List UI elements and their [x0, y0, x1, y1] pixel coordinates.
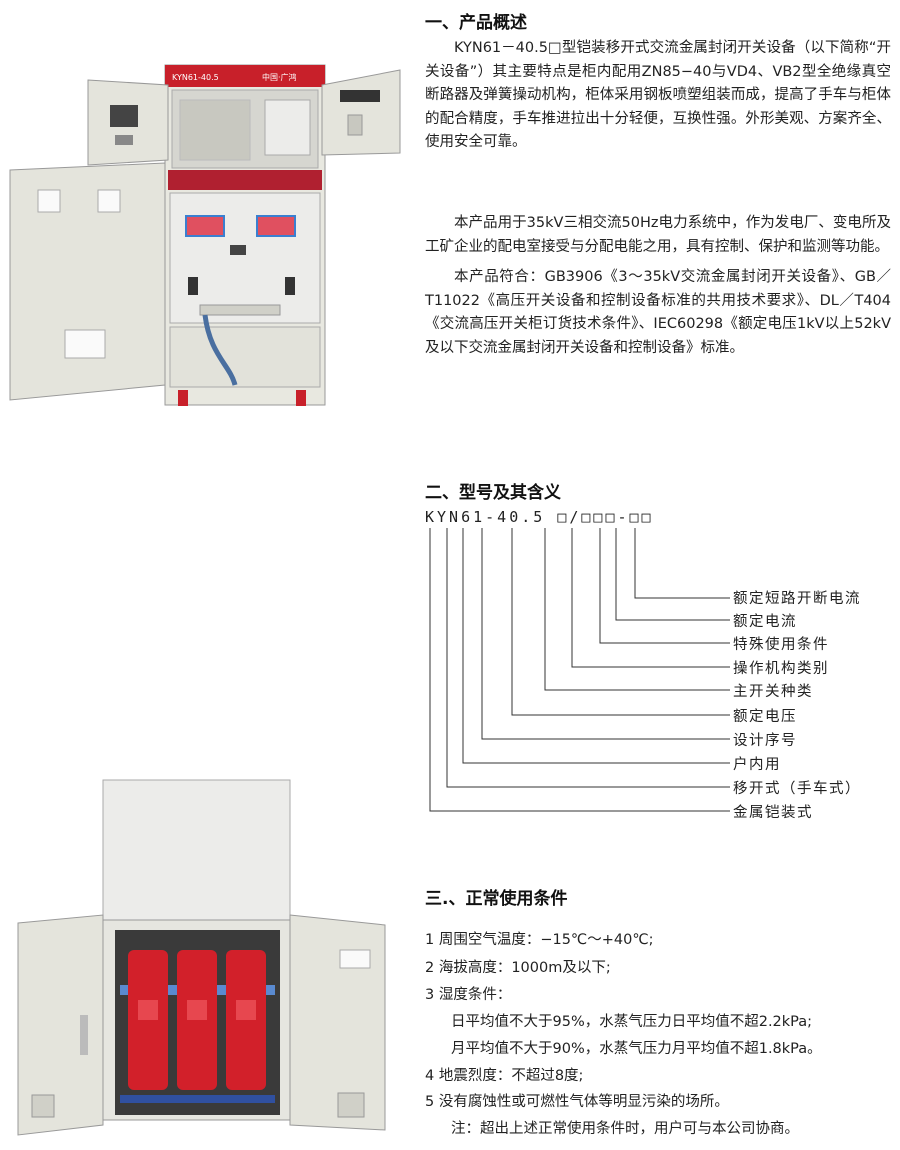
model-diagram-lines — [429, 528, 730, 812]
condition-item: 1 周围空气温度：−15℃～+40℃; — [425, 932, 654, 948]
model-label-withdrawable: 移开式（手车式） — [733, 781, 861, 797]
section3-heading: 三.、正常使用条件 — [425, 889, 568, 909]
section1-heading: 一、产品概述 — [425, 13, 527, 33]
section2-heading: 二、型号及其含义 — [425, 483, 561, 503]
section1-paragraph-2: 本产品用于35kV三相交流50Hz电力系统中，作为发电厂、变电所及工矿企业的配电… — [425, 215, 891, 255]
section1-paragraph-3: 本产品符合：GB3906《3～35kV交流金属封闭开关设备》、GB／T11022… — [425, 269, 891, 356]
model-label-mechanism-type: 操作机构类别 — [733, 661, 829, 677]
condition-item: 月平均值不大于90%，水蒸气压力月平均值不超1.8kPa。 — [451, 1041, 822, 1057]
model-label-rated-breaking-current: 额定短路开断电流 — [733, 591, 861, 607]
transformer-cabinet-image — [17, 779, 386, 1136]
condition-item: 3 湿度条件： — [425, 987, 512, 1003]
cabinet-model-label: KYN61-40.5 — [172, 73, 219, 82]
cabinet-brand-label: 中国·广鸿 — [262, 72, 297, 82]
model-label-design-number: 设计序号 — [733, 733, 797, 749]
section1-paragraph-1: KYN61－40.5□型铠装移开式交流金属封闭开关设备（以下简称“开关设备”）其… — [425, 40, 891, 150]
condition-item: 日平均值不大于95%，水蒸气压力日平均值不超2.2kPa; — [451, 1014, 813, 1030]
model-label-rated-voltage: 额定电压 — [733, 709, 797, 725]
switchgear-cabinet-image: KYN61-40.5 中国·广鸿 — [9, 64, 401, 406]
condition-item: 5 没有腐蚀性或可燃性气体等明显污染的场所。 — [425, 1094, 729, 1110]
model-code: KYN61-40.5 □/□□□-□□ — [425, 508, 654, 526]
condition-item: 4 地震烈度：不超过8度; — [425, 1068, 584, 1084]
model-label-indoor: 户内用 — [733, 757, 781, 773]
condition-item: 2 海拔高度：1000m及以下; — [425, 960, 611, 976]
condition-note: 注：超出上述正常使用条件时，用户可与本公司协商。 — [451, 1121, 799, 1137]
model-label-special-conditions: 特殊使用条件 — [733, 637, 829, 653]
model-label-metal-clad: 金属铠装式 — [733, 805, 813, 821]
model-label-rated-current: 额定电流 — [733, 614, 797, 630]
model-label-main-switch-type: 主开关种类 — [733, 684, 813, 700]
